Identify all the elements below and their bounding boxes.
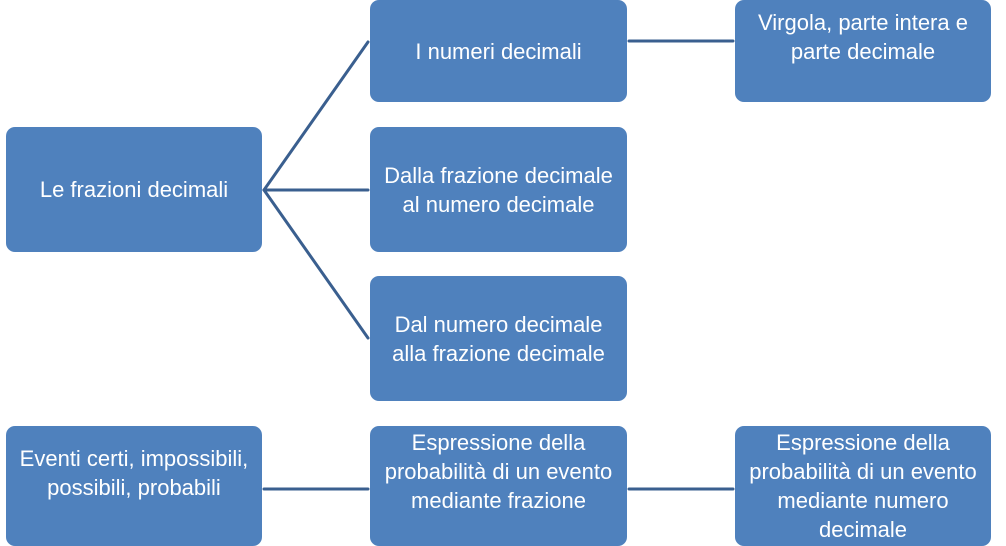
node-numeri-decimali: I numeri decimali — [370, 0, 627, 102]
node-label: Le frazioni decimali — [39, 177, 229, 202]
connector-lines — [262, 39, 735, 491]
node-eventi: Eventi certi, impossibili, possibili, pr… — [6, 426, 262, 546]
node-numero-a-frazione: Dal numero decimale alla frazione decima… — [370, 276, 627, 401]
connector-root-numero — [262, 188, 370, 340]
node-espressione-frazione: Espressione della probabilità di un even… — [370, 426, 627, 546]
node-label: Eventi certi, impossibili, possibili, pr… — [19, 446, 249, 500]
node-label: I numeri decimali — [415, 38, 582, 64]
node-frazione-a-numero: Dalla frazione decimale al numero decima… — [370, 127, 627, 252]
node-frazioni-decimali: Le frazioni decimali — [6, 127, 262, 252]
node-espressione-decimale: Espressione della probabilità di un even… — [735, 426, 991, 546]
node-label: Virgola, parte intera e parte decimale — [758, 10, 968, 64]
node-label: Dalla frazione decimale al numero decima… — [384, 162, 613, 217]
node-virgola: Virgola, parte intera e parte decimale — [735, 0, 991, 102]
connector-root-numeri — [262, 40, 370, 192]
node-label: Espressione della probabilità di un even… — [384, 430, 613, 513]
node-label: Espressione della probabilità di un even… — [749, 430, 977, 542]
node-label: Dal numero decimale alla frazione decima… — [392, 311, 605, 366]
